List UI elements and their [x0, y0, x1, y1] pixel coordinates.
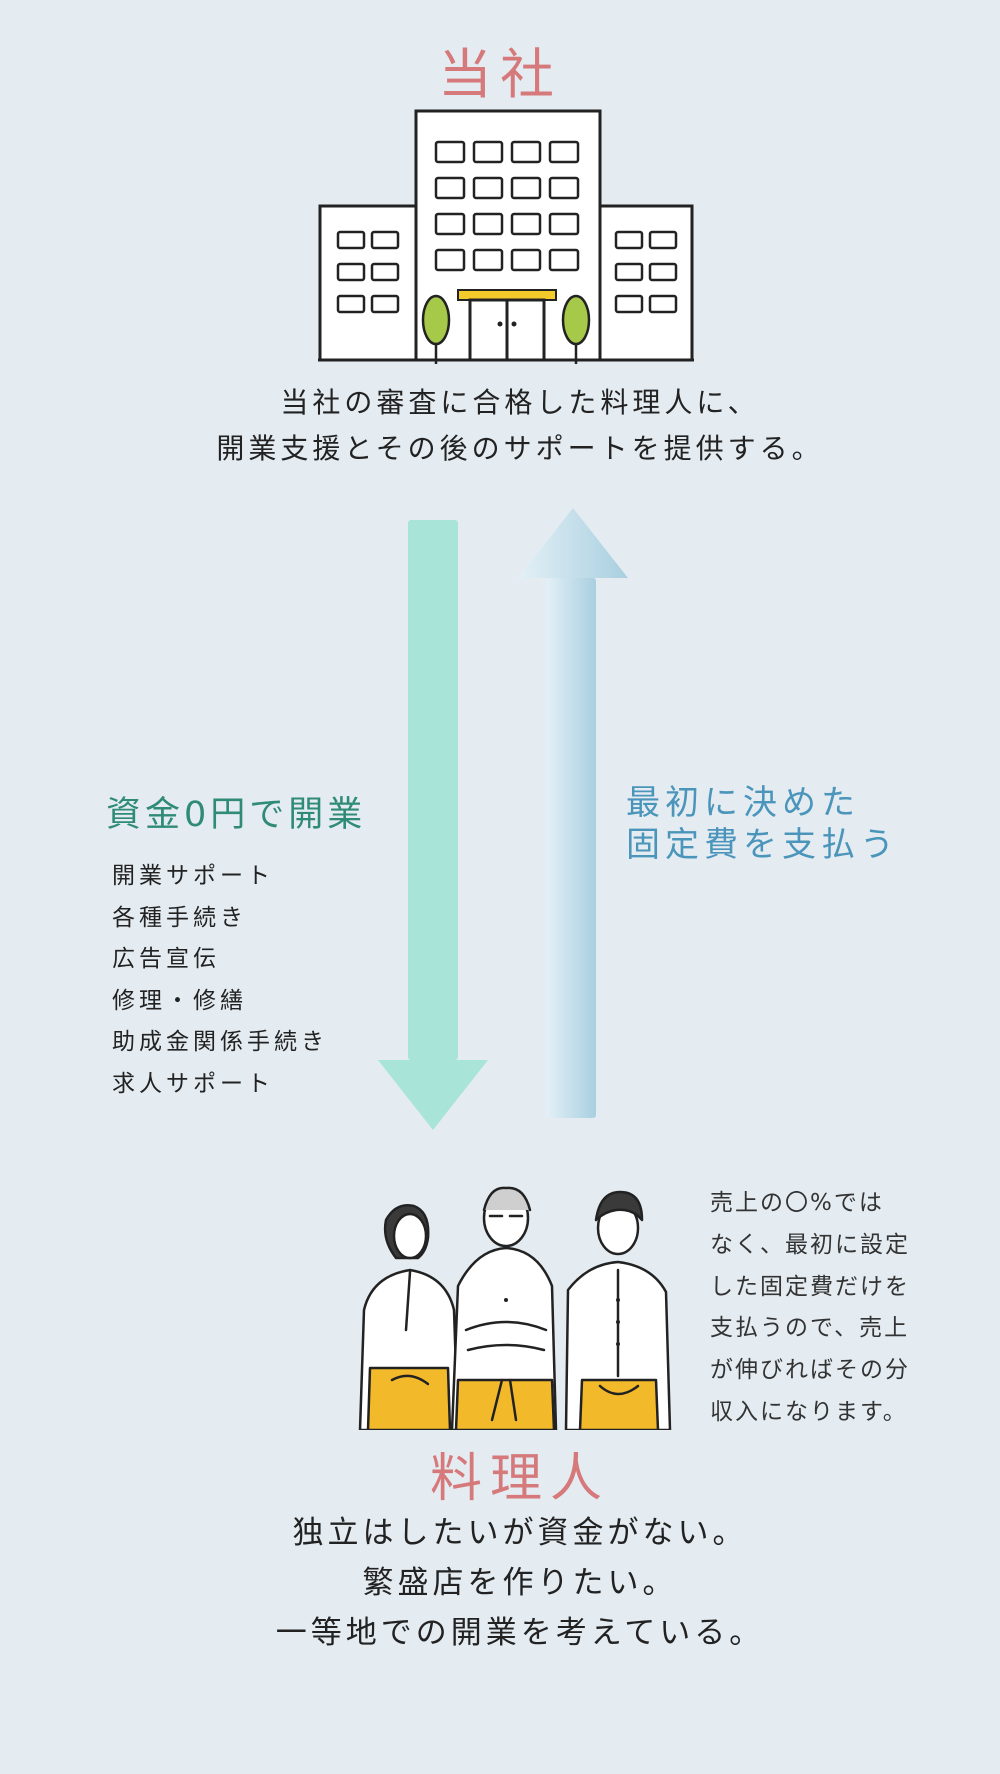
list-item: 開業サポート: [112, 863, 274, 889]
chef-description-line: 独立はしたいが資金がない。: [292, 1515, 748, 1551]
company-title: 当社: [438, 43, 562, 106]
down-arrow: [378, 520, 488, 1130]
list-item: 助成金関係手続き: [112, 1029, 328, 1056]
chef-note-line: した固定費だけを: [710, 1273, 910, 1300]
company-description-line: 開業支援とその後のサポートを提供する。: [216, 432, 824, 465]
up-arrow: [518, 508, 628, 1118]
chef-note-line: なく、最初に設定: [710, 1231, 910, 1258]
fixed-fee-title: 最初に決めた 固定費を支払う: [626, 782, 899, 866]
list-item: 各種手続き: [112, 904, 247, 931]
chef-note-line: 収入になります。: [710, 1398, 908, 1425]
list-item: 修理・修繕: [112, 987, 247, 1014]
building-icon: [318, 109, 694, 364]
chefs-illustration: [358, 1186, 672, 1430]
list-item: 求人サポート: [112, 1070, 274, 1097]
chef-note-line: 支払うので、売上: [710, 1315, 910, 1342]
chef-note-line: 売上の〇%では: [710, 1190, 884, 1216]
chef-description-line: 繁盛店を作りたい。: [362, 1565, 678, 1601]
list-item: 広告宣伝: [112, 946, 220, 973]
funding-title: 資金0円で開業: [106, 795, 367, 835]
chef-note: 売上の〇%では なく、最初に設定 した固定費だけを 支払うので、売上 が伸びれば…: [710, 1183, 910, 1434]
support-list: 開業サポート 各種手続き 広告宣伝 修理・修繕 助成金関係手続き 求人サポート: [112, 856, 328, 1106]
fixed-fee-title-line: 最初に決めた: [626, 783, 860, 823]
chef-note-line: が伸びればその分: [710, 1357, 910, 1384]
company-description: 当社の審査に合格した料理人に、 開業支援とその後のサポートを提供する。: [100, 380, 940, 472]
company-description-line: 当社の審査に合格した料理人に、: [280, 386, 760, 419]
chef-title: 料理人: [429, 1449, 610, 1509]
fixed-fee-title-line: 固定費を支払う: [626, 825, 899, 865]
chef-description-line: 一等地での開業を考えている。: [275, 1615, 765, 1651]
chef-description: 独立はしたいが資金がない。 繁盛店を作りたい。 一等地での開業を考えている。: [0, 1508, 1000, 1658]
